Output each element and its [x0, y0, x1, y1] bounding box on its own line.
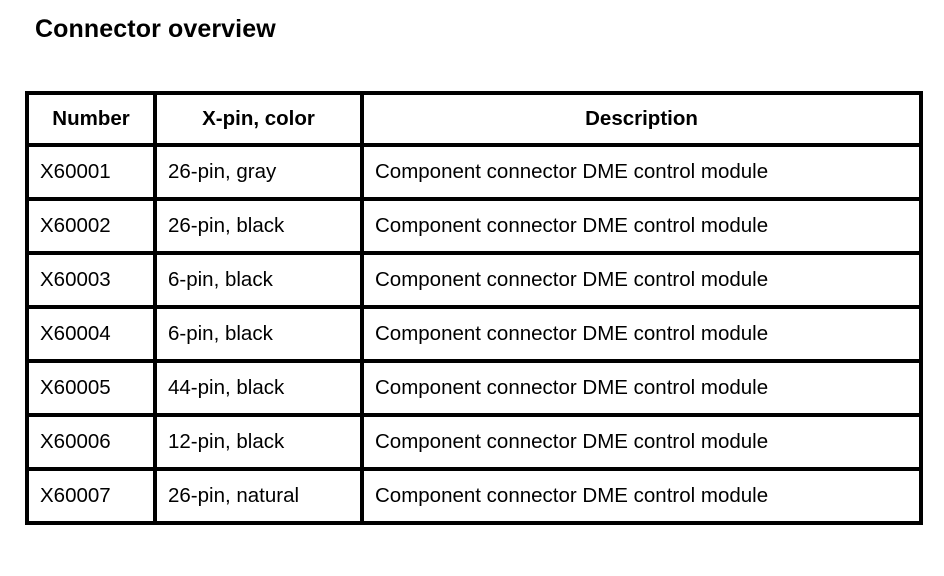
- cell-xpin-color: 26-pin, gray: [153, 143, 364, 201]
- cell-number: X60004: [25, 305, 157, 363]
- column-header-number: Number: [25, 91, 157, 147]
- table-header: Number X-pin, color Description: [25, 91, 923, 147]
- table-row: X60001 26-pin, gray Component connector …: [25, 143, 923, 201]
- table-row: X60005 44-pin, black Component connector…: [25, 359, 923, 417]
- cell-number: X60001: [25, 143, 157, 201]
- table-row: X60006 12-pin, black Component connector…: [25, 413, 923, 471]
- column-header-xpin-color: X-pin, color: [153, 91, 364, 147]
- table-row: X60004 6-pin, black Component connector …: [25, 305, 923, 363]
- page-title: Connector overview: [35, 15, 276, 43]
- cell-xpin-color: 44-pin, black: [153, 359, 364, 417]
- cell-description: Component connector DME control module: [360, 413, 923, 471]
- cell-number: X60005: [25, 359, 157, 417]
- table-row: X60007 26-pin, natural Component connect…: [25, 467, 923, 525]
- cell-xpin-color: 26-pin, black: [153, 197, 364, 255]
- cell-description: Component connector DME control module: [360, 305, 923, 363]
- table-row: X60002 26-pin, black Component connector…: [25, 197, 923, 255]
- cell-description: Component connector DME control module: [360, 143, 923, 201]
- cell-number: X60002: [25, 197, 157, 255]
- cell-number: X60003: [25, 251, 157, 309]
- cell-number: X60007: [25, 467, 157, 525]
- cell-xpin-color: 26-pin, natural: [153, 467, 364, 525]
- cell-xpin-color: 12-pin, black: [153, 413, 364, 471]
- table-body: X60001 26-pin, gray Component connector …: [25, 143, 923, 525]
- table-header-row: Number X-pin, color Description: [25, 91, 923, 147]
- cell-description: Component connector DME control module: [360, 197, 923, 255]
- cell-xpin-color: 6-pin, black: [153, 251, 364, 309]
- cell-number: X60006: [25, 413, 157, 471]
- column-header-description: Description: [360, 91, 923, 147]
- table-row: X60003 6-pin, black Component connector …: [25, 251, 923, 309]
- connector-overview-table-container: Number X-pin, color Description X60001 2…: [25, 91, 923, 525]
- connector-overview-table: Number X-pin, color Description X60001 2…: [25, 91, 923, 525]
- cell-description: Component connector DME control module: [360, 359, 923, 417]
- cell-xpin-color: 6-pin, black: [153, 305, 364, 363]
- cell-description: Component connector DME control module: [360, 251, 923, 309]
- cell-description: Component connector DME control module: [360, 467, 923, 525]
